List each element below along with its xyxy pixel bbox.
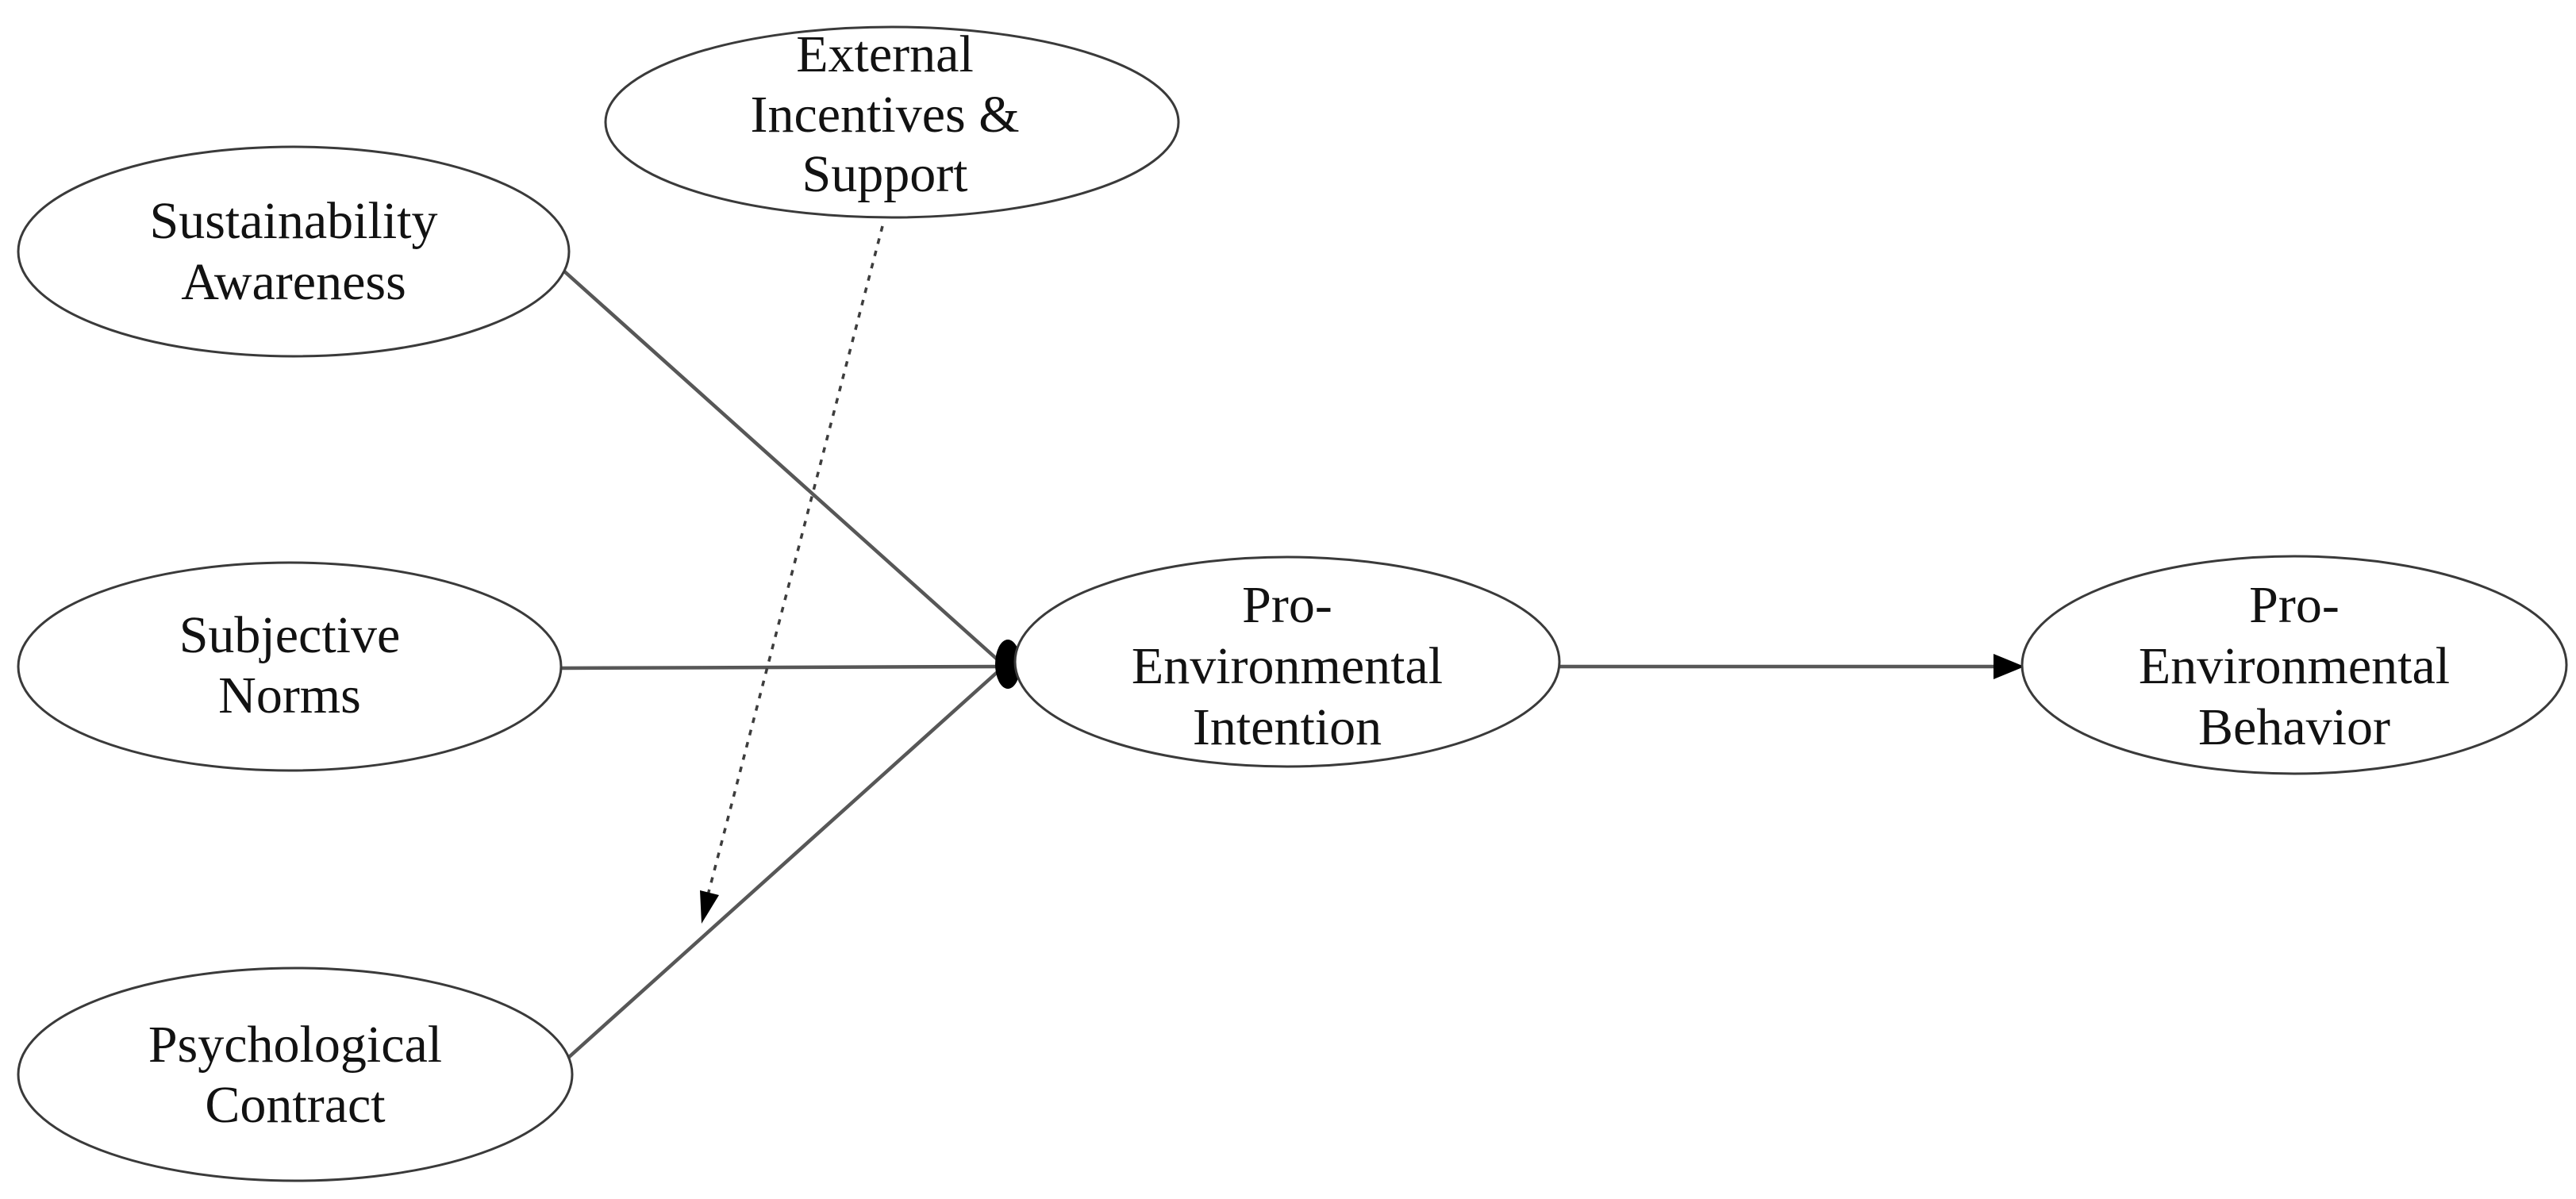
node-label-line: Pro-: [2249, 576, 2340, 634]
node-sustainability-awareness: Sustainability Awareness: [17, 145, 571, 358]
node-label-line: Intention: [1193, 698, 1382, 756]
node-label-line: Contract: [205, 1076, 385, 1134]
merged-arrowheads-blob: [995, 640, 1021, 689]
node-label-line: Subjective: [179, 606, 401, 664]
node-external-incentives-support: External Incentives & Support: [604, 25, 1180, 219]
node-label-line: External: [796, 25, 974, 83]
pro-environmental-behavior-ellipse: [2020, 555, 2568, 775]
edge-external-incentives-moderation: [706, 225, 884, 896]
node-label-line: Sustainability: [150, 192, 438, 250]
edge-subjective-norms-to-intention: [559, 664, 1001, 671]
node-label-line: Environmental: [2139, 637, 2450, 695]
sustainability-awareness-ellipse: [17, 145, 571, 358]
pro-environmental-intention-ellipse: [1013, 555, 1561, 768]
node-label-line: Incentives &: [750, 86, 1019, 144]
node-label-line: Pro-: [1242, 576, 1332, 634]
behavior-arrowhead-icon: [1994, 654, 2024, 679]
external-incentives-support-ellipse: [604, 25, 1180, 219]
node-label-line: Behavior: [2198, 698, 2390, 756]
node-label-line: Environmental: [1132, 637, 1443, 695]
node-label-line: Norms: [218, 667, 361, 724]
node-label-line: Support: [802, 145, 967, 203]
edge-group: [554, 225, 2024, 1066]
moderation-arrowhead-icon: [700, 890, 719, 924]
psychological-contract-ellipse: [17, 967, 574, 1182]
node-psychological-contract: Psychological Contract: [17, 967, 574, 1182]
node-label-line: Awareness: [181, 253, 406, 311]
node-subjective-norms: Subjective Norms: [17, 561, 563, 772]
node-pro-environmental-behavior: Pro- Environmental Behavior: [2020, 555, 2568, 775]
node-pro-environmental-intention: Pro- Environmental Intention: [1013, 555, 1561, 768]
node-label-line: Psychological: [148, 1016, 442, 1074]
edge-psychological-contract-to-intention: [559, 668, 1002, 1066]
subjective-norms-ellipse: [17, 561, 563, 772]
edge-sustainability-awareness-to-intention: [554, 262, 1002, 663]
